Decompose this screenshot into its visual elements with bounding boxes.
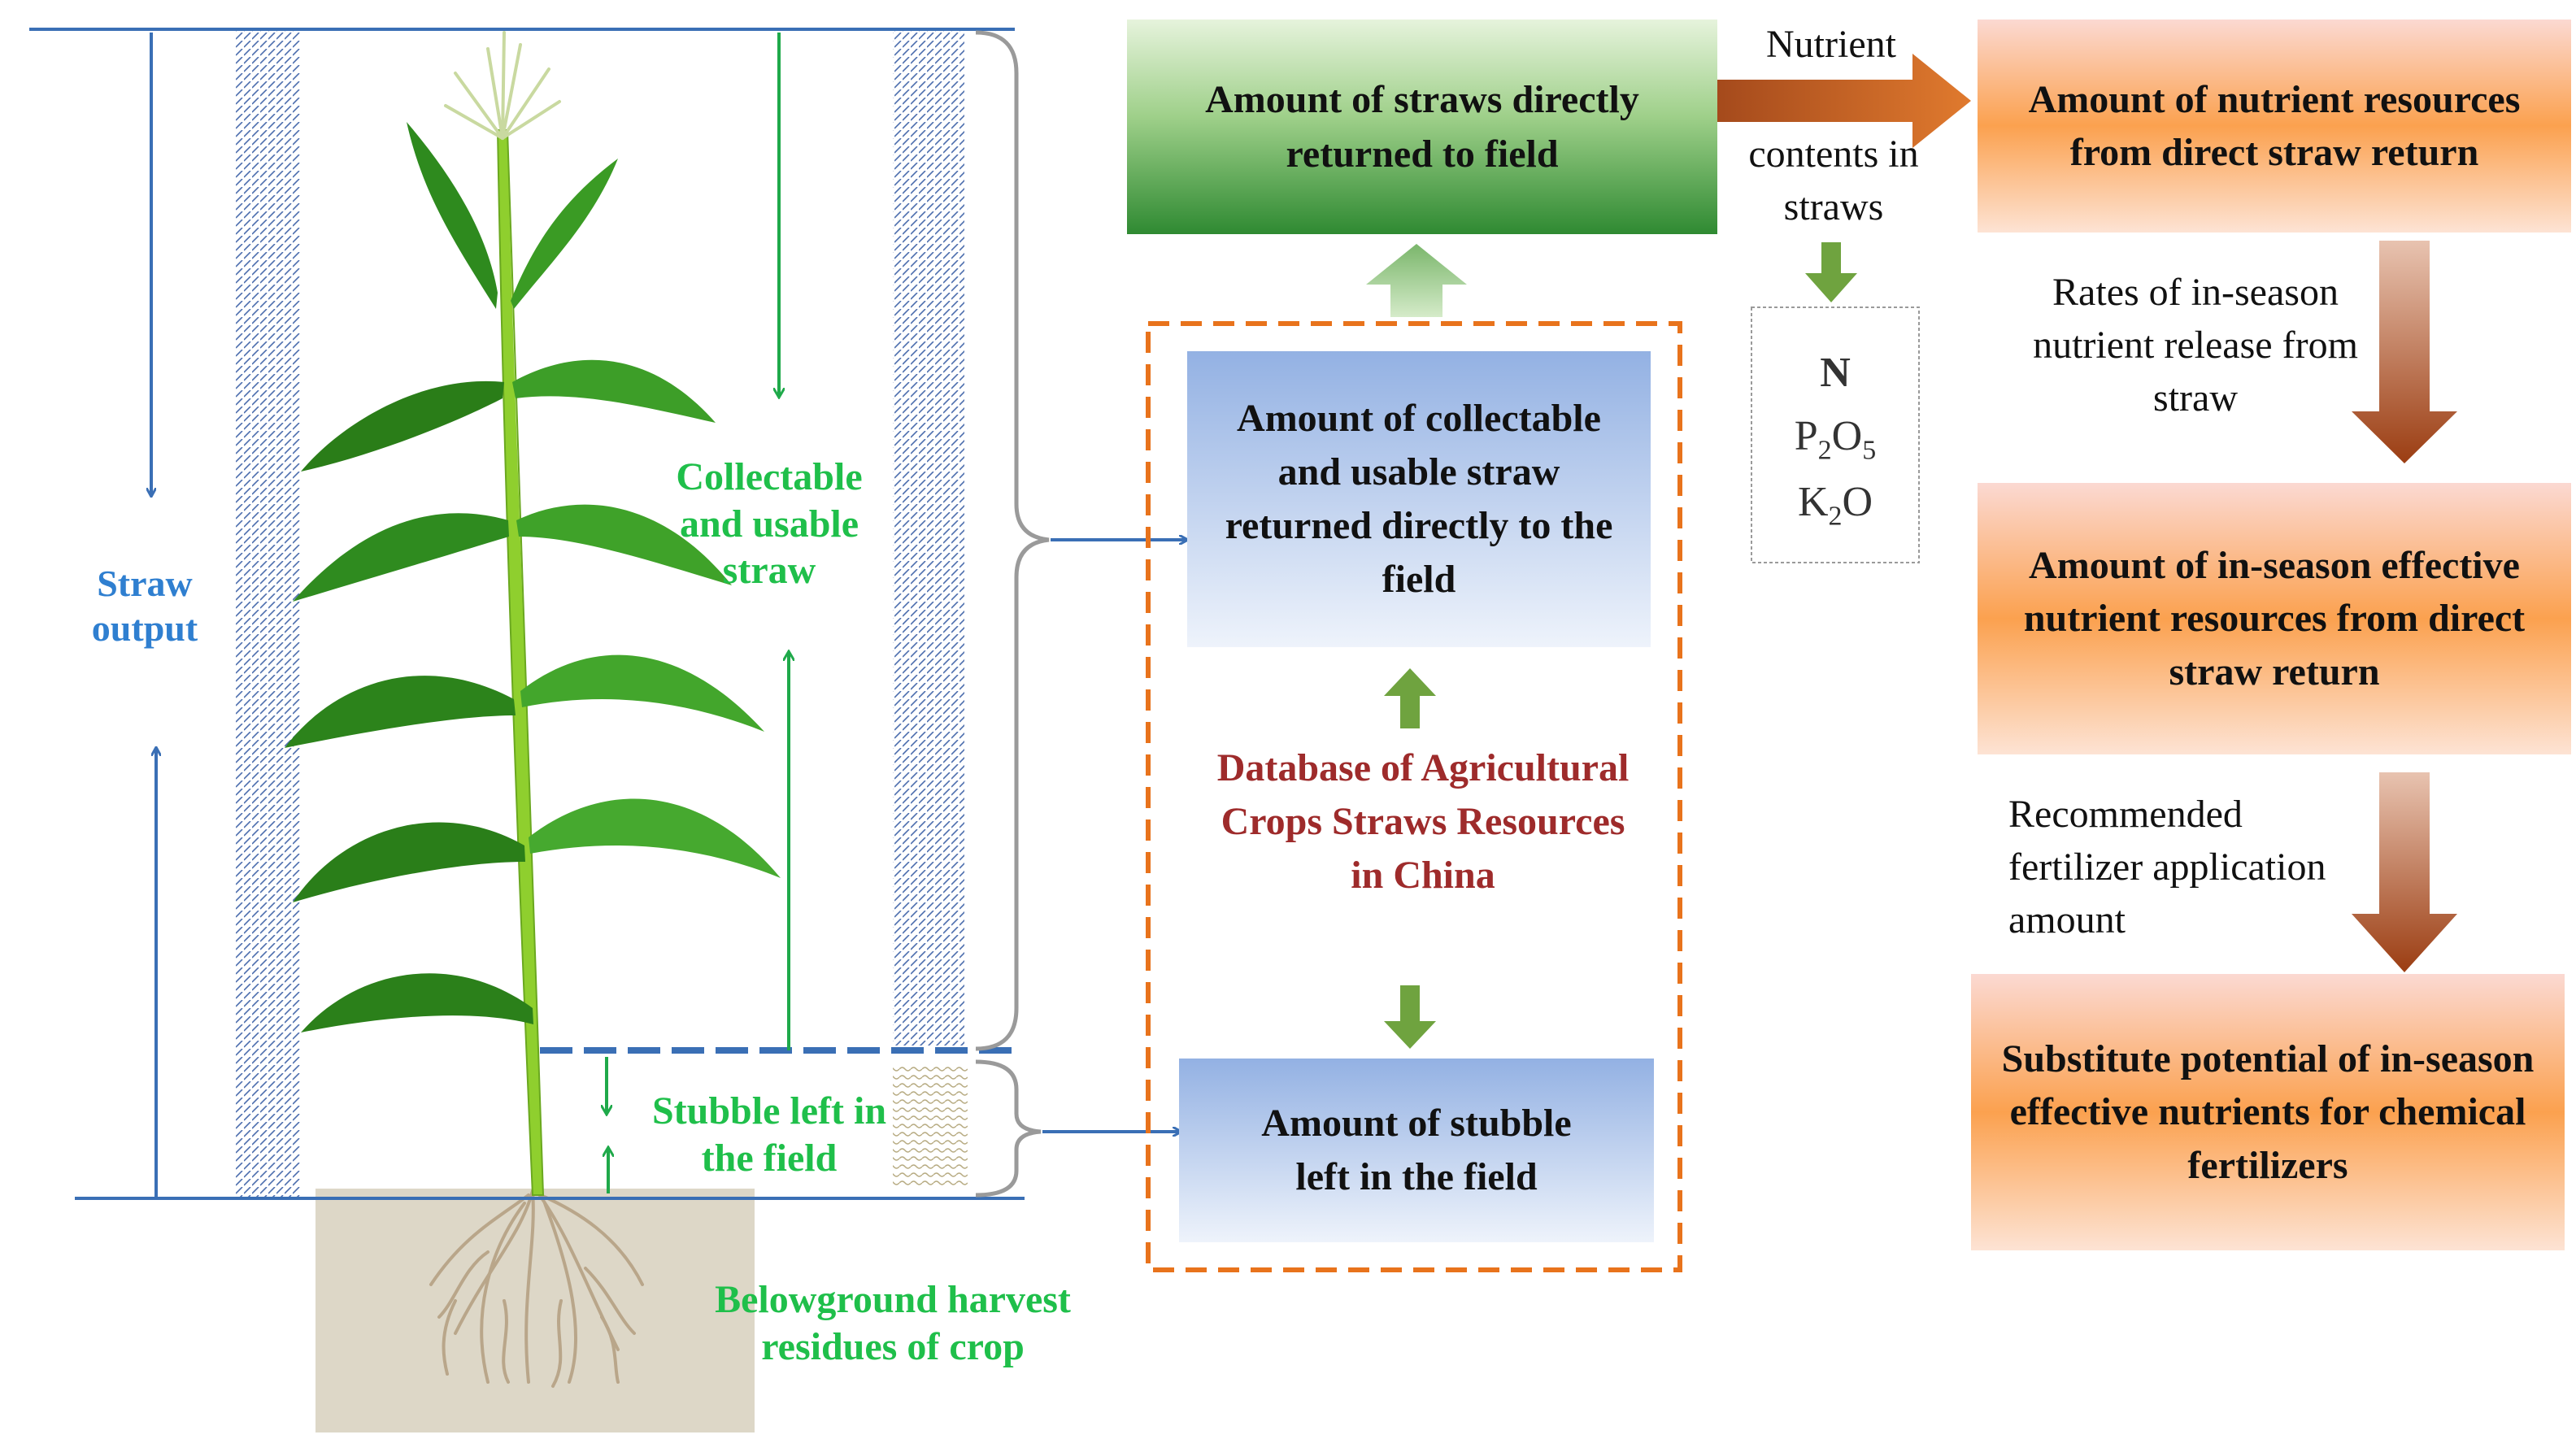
release-arrow — [2352, 241, 2457, 463]
leaves-illustration — [285, 122, 781, 1032]
hatch-column-left — [236, 29, 301, 1197]
nutrient-resources-box-bg — [1978, 20, 2571, 233]
soil-block — [315, 1189, 755, 1432]
stubble-label: Stubble left in the field — [651, 1089, 887, 1180]
tassel-illustration — [444, 31, 561, 140]
stubble-amount-box: Amount of stubble left in the field — [1179, 1059, 1654, 1242]
stubble-amount-box-bg — [1179, 1059, 1654, 1242]
nutrients-list: N P2O5 K2O — [1751, 341, 1919, 537]
db-arrow-up — [1384, 668, 1436, 728]
straws-returned-text: Amount of straws directly returned to fi… — [1205, 77, 1639, 176]
straws-returned-box-bg — [1127, 20, 1717, 234]
recommended-arrow — [2352, 772, 2457, 972]
db-arrow-down — [1384, 985, 1436, 1049]
in-season-box-bg — [1978, 483, 2571, 754]
phosphorus-label: P2O5 — [1794, 413, 1877, 466]
nutrients-down-arrow — [1805, 242, 1857, 302]
belowground-label: Belowground harvest residues of crop — [715, 1278, 1071, 1368]
stubble-amount-text: Amount of stubble left in the field — [1261, 1101, 1572, 1198]
substitute-box-bg — [1971, 974, 2565, 1250]
hatch-column-right — [893, 29, 964, 1046]
nutrient-resources-text: Amount of nutrient resources from direct… — [2028, 77, 2521, 174]
stubble-wavy-column — [893, 1065, 968, 1187]
nutrient-label: Nutrient — [1766, 23, 1896, 66]
straws-returned-box: Amount of straws directly returned to fi… — [1127, 20, 1717, 234]
database-label: Database of Agricultural Crops Straws Re… — [1216, 746, 1630, 898]
substitute-text: Substitute potential of in-season effect… — [2001, 1037, 2535, 1187]
collectable-returned-text: Amount of collectable and usable straw r… — [1225, 396, 1613, 602]
in-season-box: Amount of in-season effective nutrient r… — [1978, 483, 2571, 754]
nitrogen-label: N — [1820, 350, 1851, 396]
straw-output-label: Straw output — [91, 563, 198, 650]
brace-collectable — [975, 30, 1050, 1051]
plant-diagram — [29, 28, 1187, 1432]
dashed-region — [1146, 321, 1682, 1272]
release-rates-label: Rates of in-season nutrient release from… — [2033, 271, 2358, 420]
contents-label: contents in straws — [1748, 133, 1919, 228]
potassium-label: K2O — [1797, 479, 1873, 532]
roots-illustration — [429, 1189, 644, 1388]
nutrient-arrow — [1717, 54, 1971, 148]
in-season-text: Amount of in-season effective nutrient r… — [2023, 544, 2526, 693]
brace-stubble — [975, 1059, 1042, 1198]
recommended-label: Recommended fertilizer application amoun… — [2008, 793, 2326, 941]
substitute-box: Substitute potential of in-season effect… — [1971, 974, 2565, 1250]
collectable-label: Collectable and usable straw — [676, 455, 863, 593]
nutrients-box — [1751, 306, 1920, 563]
green-up-arrow — [1366, 244, 1467, 317]
collectable-returned-box-bg — [1187, 351, 1651, 647]
nutrient-resources-box: Amount of nutrient resources from direct… — [1978, 20, 2571, 233]
collectable-returned-box: Amount of collectable and usable straw r… — [1187, 351, 1651, 647]
